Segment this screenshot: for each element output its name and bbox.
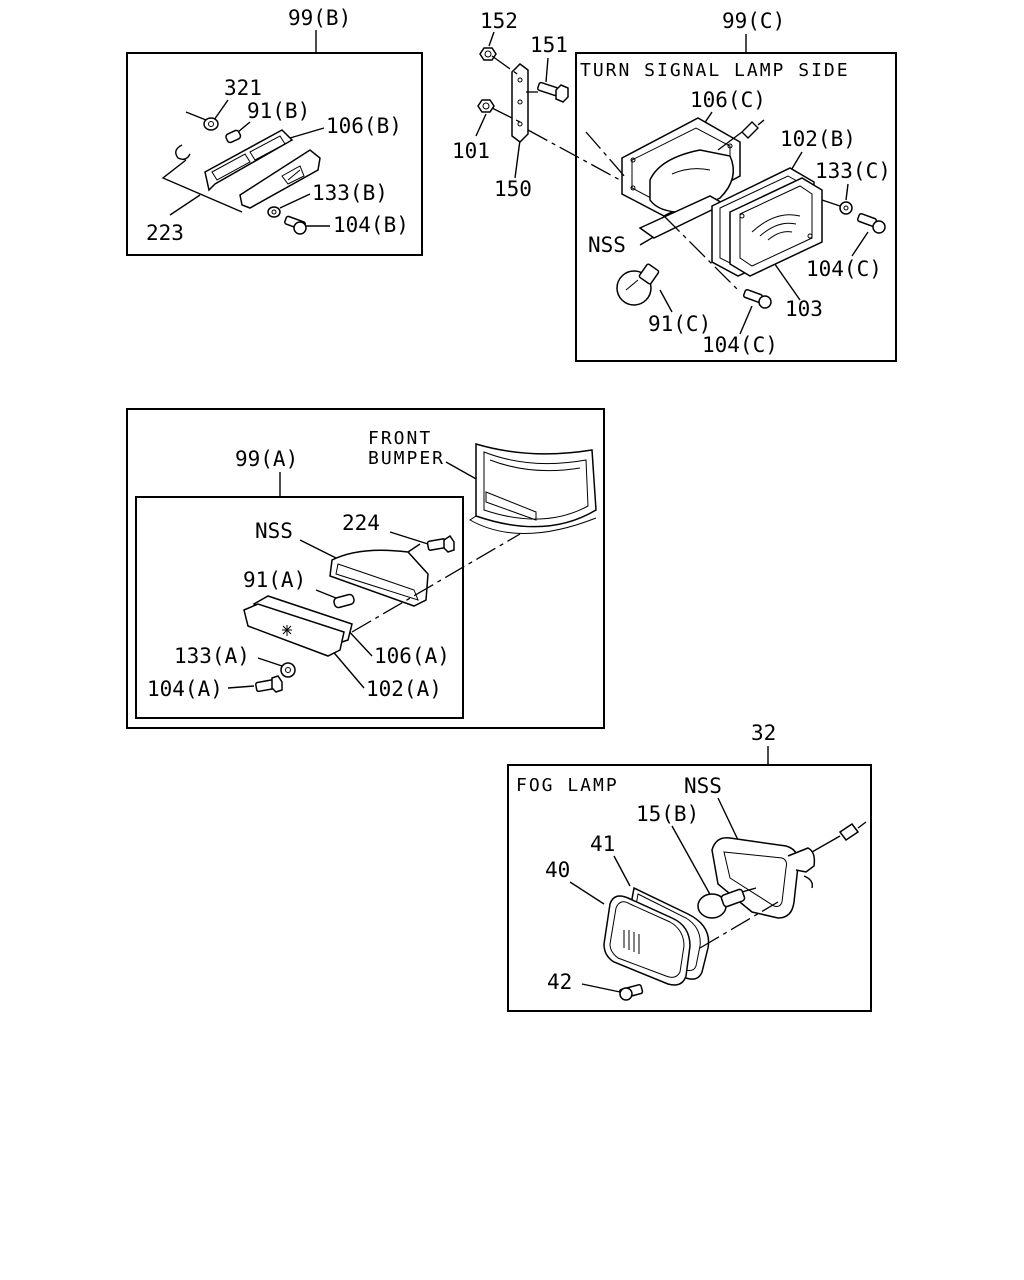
lens-102a: [243, 603, 345, 657]
screw-104c-right: [856, 212, 886, 234]
group-fog-frame: [507, 764, 872, 1012]
lens-103: [729, 177, 823, 277]
bumper-label-line2: BUMPER: [368, 448, 445, 469]
callout-102a: 102(A): [366, 677, 442, 701]
callout-nss-fog: NSS: [684, 774, 722, 798]
washer-133c: [839, 201, 853, 215]
group-99c: 99(C) TURN SIGNAL LAMP SIDE 106(C) 102(B…: [575, 9, 897, 362]
gasket-106b: [204, 129, 294, 192]
group-fog-lamp: 32 FOG LAMP NSS 15(B) 41 40 42: [507, 721, 872, 1012]
callout-101: 101: [452, 139, 490, 163]
lens-40: [603, 895, 691, 986]
callout-41: 41: [590, 832, 615, 856]
callout-40: 40: [545, 858, 570, 882]
callout-104c-bottom: 104(C): [702, 333, 778, 357]
callout-133b: 133(B): [312, 181, 388, 205]
callout-nss-c: NSS: [588, 233, 626, 257]
group-99a-outer-frame: [126, 408, 605, 729]
screw-321: [185, 111, 219, 131]
group-99c-frame: [575, 52, 897, 362]
callout-224: 224: [342, 511, 380, 535]
screw-104a: [255, 675, 283, 693]
group-99a: 99(A) FRONT BUMPER NSS 224 91(A) 133(A) …: [126, 408, 605, 729]
bracket-150: [511, 63, 529, 143]
callout-223: 223: [146, 221, 184, 245]
callout-91a: 91(A): [243, 568, 306, 592]
callout-104c-right: 104(C): [806, 257, 882, 281]
washer-133a: [280, 662, 296, 678]
callout-nss-a: NSS: [255, 519, 293, 543]
callout-133c: 133(C): [815, 159, 891, 183]
callout-106a: 106(A): [374, 644, 450, 668]
callout-42: 42: [547, 970, 572, 994]
callout-133a: 133(A): [174, 644, 250, 668]
screw-104b: [284, 215, 307, 235]
screw-104c-bottom: [742, 288, 772, 309]
group-99c-caption: TURN SIGNAL LAMP SIDE: [580, 60, 850, 81]
group-99b-title: 99(B): [288, 6, 351, 30]
group-99b: 99(B) 321 91(B) 106(B) 133(B) 104(B) 223: [126, 6, 423, 256]
callout-106b: 106(B): [326, 114, 402, 138]
screw-42: [619, 983, 644, 1001]
lens-223: [239, 149, 321, 209]
bulb-91c: [616, 263, 660, 306]
nut-101: [477, 99, 495, 113]
bulb-15b: [697, 887, 757, 919]
group-99b-frame: [126, 52, 423, 256]
bumper-label-line1: FRONT: [368, 428, 432, 449]
bulb-91a: [333, 593, 355, 609]
bracket-assembly: 152 151 101 150: [452, 9, 621, 201]
clip-223: [175, 144, 191, 161]
callout-104b: 104(B): [333, 213, 409, 237]
callout-152: 152: [480, 9, 518, 33]
front-bumper: [469, 442, 597, 534]
callout-15b: 15(B): [636, 802, 699, 826]
group-fog-title: 32: [751, 721, 776, 745]
callout-91c: 91(C): [648, 312, 711, 336]
callout-104a: 104(A): [147, 677, 223, 701]
group-99a-title: 99(A): [235, 447, 298, 471]
callout-91b: 91(B): [247, 99, 310, 123]
screw-224: [426, 534, 455, 553]
group-fog-caption: FOG LAMP: [516, 775, 619, 796]
callout-103: 103: [785, 297, 823, 321]
callout-151: 151: [530, 33, 568, 57]
nut-152: [479, 47, 497, 61]
group-99c-title: 99(C): [722, 9, 785, 33]
fog-lamp-housing: [711, 821, 867, 919]
callout-321: 321: [224, 76, 262, 100]
washer-133b: [267, 206, 281, 218]
callout-102b: 102(B): [780, 127, 856, 151]
callout-106c: 106(C): [690, 88, 766, 112]
lamp-housing-a: [329, 543, 429, 607]
group-99a-inner-frame: [135, 496, 464, 719]
bolt-151: [537, 81, 569, 103]
bulb-91b: [225, 129, 242, 144]
callout-150: 150: [494, 177, 532, 201]
